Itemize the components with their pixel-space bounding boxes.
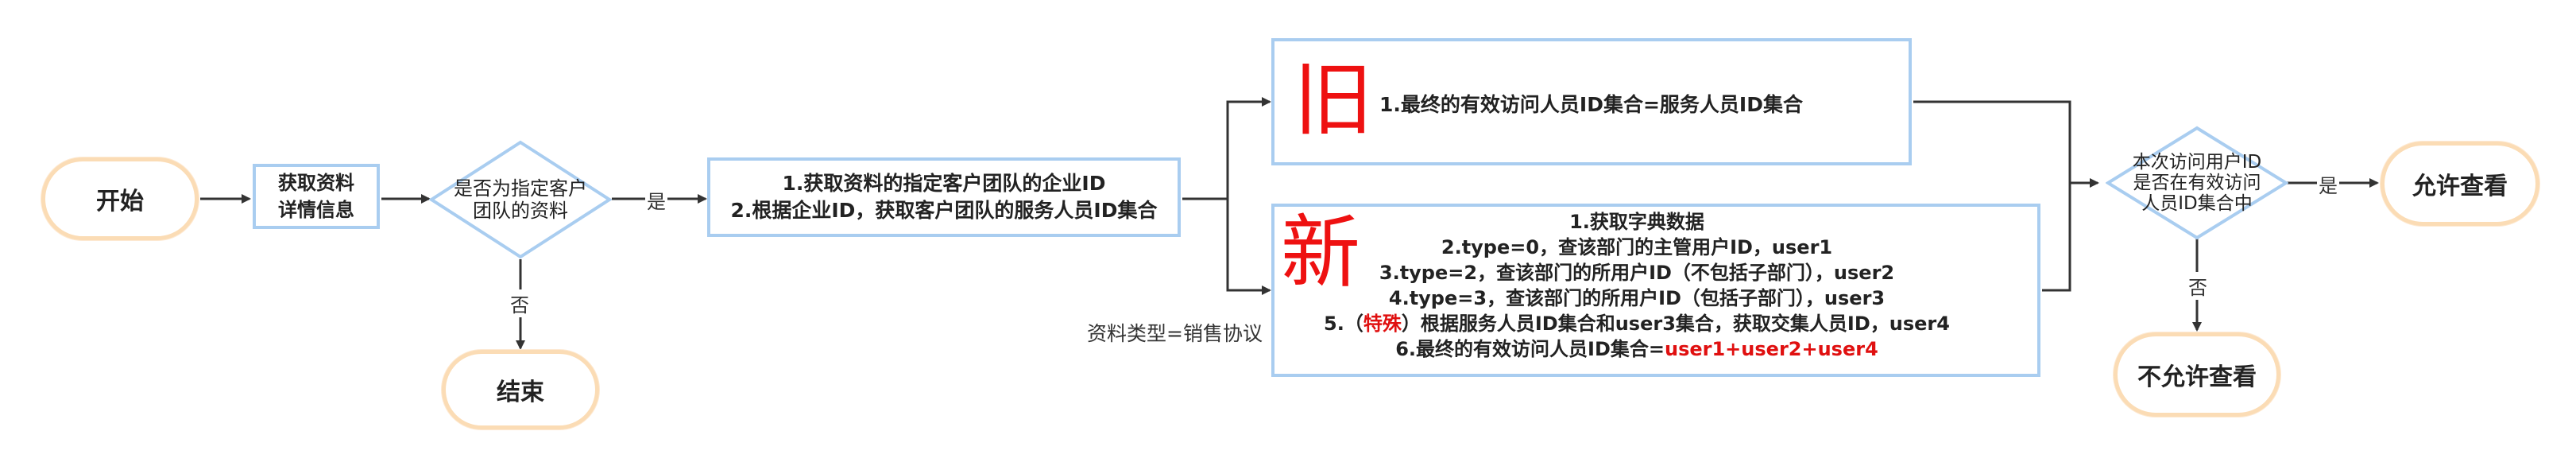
team-process-line-2: 2.根据企业ID，获取客户团队的服务人员ID集合	[730, 199, 1158, 222]
arrow-to-old	[1182, 97, 1271, 200]
new-line-3: 3.type=2，查该部门的所用户ID（不包括子部门），user2	[1379, 262, 1895, 284]
new-line-6-formula: user1+user2+user4	[1665, 338, 1878, 360]
decision-team-diamond: 是否为指定客户 团队的资料	[429, 140, 612, 259]
new-line-2: 2.type=0，查该部门的主管用户ID，user1	[1441, 236, 1833, 258]
fetch-info-line-1: 获取资料	[278, 172, 354, 194]
type-note: 资料类型=销售协议	[1087, 322, 1263, 345]
new-logic-text: 1.获取字典数据 2.type=0，查该部门的主管用户ID，user1 3.ty…	[1271, 209, 2002, 362]
end-label: 结束	[497, 379, 544, 406]
new-logic-box	[1271, 204, 2040, 377]
start-terminal: 开始	[41, 157, 199, 240]
allow-terminal: 允许查看	[2381, 142, 2539, 226]
new-to-access	[2042, 183, 2071, 292]
fetch-info-box: 获取资料 详情信息	[253, 164, 380, 229]
team-process-line-1: 1.获取资料的指定客户团队的企业ID	[782, 172, 1106, 195]
new-line-6: 6.最终的有效访问人员ID集合=user1+user2+user4	[1271, 336, 2002, 362]
allow-label: 允许查看	[2412, 173, 2508, 200]
deny-label: 不允许查看	[2137, 363, 2257, 391]
end-terminal: 结束	[442, 350, 599, 429]
new-line-1: 1.获取字典数据	[1569, 211, 1704, 233]
decision-access-line-1: 本次访问用户ID	[2132, 152, 2262, 173]
old-logic-text: 1.最终的有效访问人员ID集合=服务人员ID集合	[1379, 93, 1803, 116]
new-line-5-pre: 5.（	[1324, 313, 1363, 335]
no-label-1: 否	[509, 289, 531, 317]
new-line-5-post: ）根据服务人员ID集合和user3集合，获取交集人员ID，user4	[1401, 313, 1950, 335]
decision-access-diamond: 本次访问用户ID 是否在有效访问 人员ID集合中	[2106, 126, 2288, 240]
team-process-box: 1.获取资料的指定客户团队的企业ID 2.根据企业ID，获取客户团队的服务人员I…	[707, 157, 1181, 237]
old-logic-box	[1271, 38, 1912, 165]
decision-access-line-2: 是否在有效访问	[2133, 173, 2261, 193]
deny-terminal: 不允许查看	[2114, 332, 2280, 417]
decision-access-line-3: 人员ID集合中	[2141, 193, 2253, 214]
new-line-6-pre: 6.最终的有效访问人员ID集合=	[1395, 338, 1665, 360]
arrow-to-new	[1226, 199, 1270, 292]
no-label-2: 否	[2187, 272, 2209, 300]
new-marker: 新	[1281, 206, 1360, 299]
decision-team-line-2: 团队的资料	[473, 200, 568, 222]
new-line-4: 4.type=3，查该部门的所用户ID（包括子部门），user3	[1388, 287, 1886, 309]
old-marker: 旧	[1294, 53, 1373, 146]
yes-label-2: 是	[2317, 170, 2339, 198]
new-line-5-special: 特殊	[1363, 313, 1402, 335]
old-to-access	[1913, 100, 2099, 188]
new-line-5: 5.（特殊）根据服务人员ID集合和user3集合，获取交集人员ID，user4	[1271, 311, 2002, 336]
decision-team-line-1: 是否为指定客户	[454, 177, 587, 200]
start-label: 开始	[96, 188, 144, 216]
yes-label-1: 是	[645, 186, 667, 214]
fetch-info-line-2: 详情信息	[278, 199, 354, 221]
